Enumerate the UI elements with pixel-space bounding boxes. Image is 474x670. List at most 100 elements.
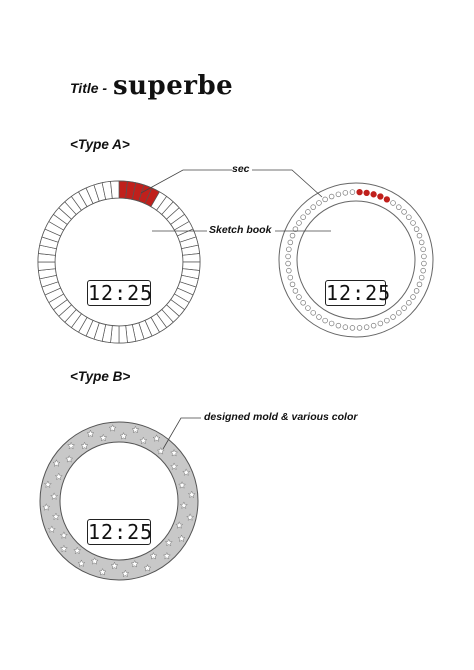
second-dot	[335, 322, 342, 329]
watch-a2-outer-ring	[278, 182, 434, 338]
second-dot	[300, 214, 306, 220]
second-dot	[418, 274, 425, 281]
second-dot	[396, 204, 402, 210]
second-dot	[410, 294, 416, 300]
second-dot	[370, 322, 377, 329]
second-dot	[322, 196, 328, 203]
star-pattern	[59, 531, 68, 539]
second-dot	[328, 193, 335, 200]
star-pattern	[42, 503, 51, 511]
watch-a2-inner-ring	[296, 200, 416, 320]
title-label: Title -	[70, 80, 108, 96]
second-dot	[406, 214, 412, 220]
second-dot-highlighted	[383, 196, 391, 203]
second-dot	[349, 189, 356, 195]
second-dot	[289, 232, 296, 239]
second-dot	[420, 246, 426, 253]
star-pattern	[59, 544, 68, 553]
brand-name: superbe	[113, 71, 234, 101]
second-dot	[349, 325, 356, 331]
section-type-b: <Type B>	[70, 369, 131, 384]
watch-type-a-dots	[278, 182, 434, 338]
star-pattern	[179, 501, 188, 509]
star-pattern	[178, 481, 187, 489]
star-pattern	[152, 434, 161, 442]
star-pattern	[67, 441, 76, 450]
leader-line-mold	[162, 417, 201, 450]
second-dot	[396, 310, 402, 316]
leader-line-sec-left	[140, 169, 232, 194]
second-dot	[416, 281, 423, 288]
second-dot	[406, 300, 412, 306]
second-dot	[300, 300, 306, 306]
section-type-a: <Type A>	[70, 137, 130, 152]
star-pattern	[143, 563, 152, 572]
second-dot-highlighted	[356, 188, 363, 196]
second-dot	[390, 314, 396, 320]
second-dot	[401, 305, 407, 311]
second-dot-highlighted	[370, 191, 377, 198]
star-pattern	[139, 436, 148, 445]
second-dot	[286, 246, 292, 253]
second-segment	[37, 261, 56, 271]
second-dot	[410, 220, 416, 226]
second-dot	[296, 220, 302, 226]
second-dot	[342, 324, 349, 330]
star-pattern	[130, 559, 139, 568]
second-dot	[335, 191, 342, 198]
star-pattern	[98, 567, 107, 576]
second-dot	[292, 226, 299, 232]
second-dot	[363, 324, 370, 330]
star-pattern	[164, 538, 173, 547]
star-pattern	[99, 433, 108, 442]
watch-a1-inner-ring	[54, 197, 184, 327]
second-dot	[416, 232, 423, 239]
star-pattern	[170, 448, 179, 457]
second-dot	[377, 320, 384, 327]
second-dot	[421, 253, 427, 260]
star-pattern	[52, 459, 61, 467]
star-pattern	[86, 429, 95, 438]
star-pattern	[47, 525, 56, 533]
star-pattern	[110, 561, 119, 570]
second-dot	[289, 281, 296, 288]
second-segment	[110, 180, 120, 199]
lcd-display-a1: 12:25	[87, 280, 154, 306]
star-pattern	[175, 521, 184, 529]
star-pattern	[90, 557, 99, 565]
second-dot	[310, 204, 316, 210]
second-dot	[401, 209, 407, 215]
second-dot	[413, 226, 420, 232]
second-dot	[287, 274, 294, 281]
star-pattern	[119, 431, 128, 440]
star-pattern	[177, 534, 186, 543]
second-dot	[316, 200, 322, 206]
second-dot-highlighted	[377, 193, 384, 200]
leader-lines	[140, 169, 331, 450]
second-dot	[285, 260, 291, 267]
star-pattern	[187, 490, 196, 499]
star-pattern	[131, 425, 140, 434]
second-dot	[384, 317, 390, 324]
second-dot	[310, 310, 316, 316]
second-dot	[390, 200, 396, 206]
star-pattern	[170, 462, 179, 470]
second-dot	[413, 288, 420, 294]
second-dot	[421, 260, 427, 267]
star-pattern	[51, 512, 60, 521]
lcd-display-b: 12:25	[87, 519, 154, 545]
star-pattern	[80, 441, 89, 450]
star-pattern	[73, 546, 82, 555]
second-dot	[296, 294, 302, 300]
star-pattern	[156, 446, 165, 455]
second-segment	[118, 325, 128, 344]
star-pattern	[186, 513, 195, 521]
star-pattern	[149, 551, 158, 560]
star-pattern	[65, 454, 74, 463]
second-dot	[316, 314, 322, 320]
annotation-sec: sec	[232, 163, 250, 175]
star-pattern	[108, 424, 117, 432]
second-dot	[322, 317, 328, 324]
leader-line-sec-right	[252, 169, 323, 198]
